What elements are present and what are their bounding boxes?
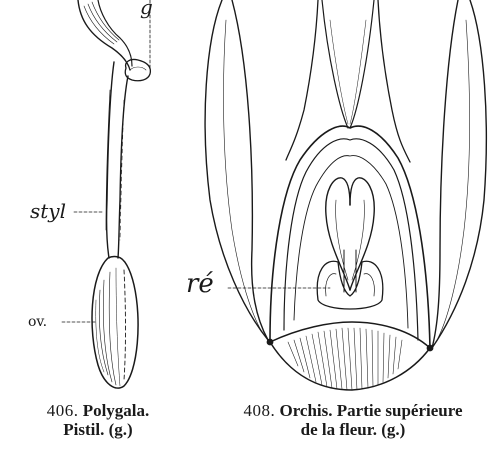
figure-406-subtitle: Pistil. (g.) <box>18 420 178 439</box>
figure-408-caption: 408. Orchis. Partie supérieure de la fle… <box>206 401 500 439</box>
style-label: styl <box>30 199 66 223</box>
figure-408-title: Orchis. Partie supérieure <box>279 401 462 420</box>
figure-408-orchis-drawing <box>205 0 486 390</box>
figure-408-subtitle: de la fleur. (g.) <box>206 420 500 439</box>
figure-406-title: Polygala. <box>83 401 150 420</box>
caption-408-line1: 408. Orchis. Partie supérieure <box>206 401 500 420</box>
figure-408-number: 408. <box>243 401 275 420</box>
partial-top-label: g <box>140 0 153 19</box>
caption-406-line1: 406. Polygala. <box>18 401 178 420</box>
figure-406-number: 406. <box>47 401 79 420</box>
figure-406-pistil-drawing <box>62 0 150 388</box>
figure-406-caption: 406. Polygala. Pistil. (g.) <box>18 401 178 439</box>
ovary-label: ov. <box>28 314 47 330</box>
rostellum-label: ré <box>186 269 214 299</box>
